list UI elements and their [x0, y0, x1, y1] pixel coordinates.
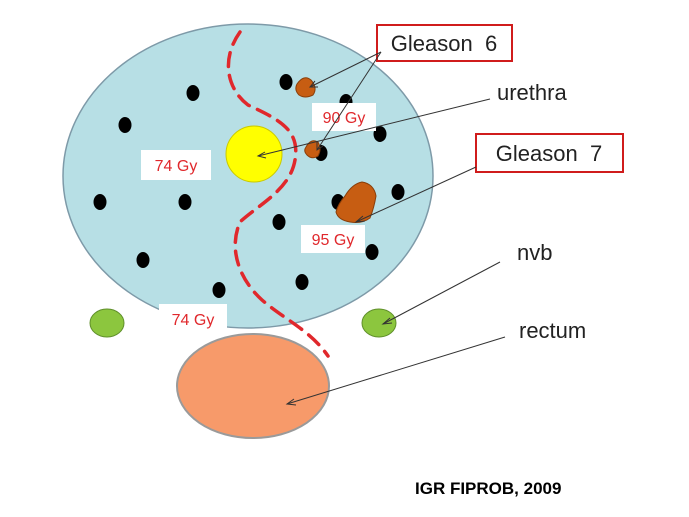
arrow-gleason6-upper-head — [308, 80, 318, 88]
gleason7-label: Gleason 7 — [496, 141, 602, 166]
seed-marker — [373, 126, 387, 142]
dose-box-95 — [301, 225, 365, 253]
arrow-rectum — [286, 336, 506, 405]
dose-box-bottom-74 — [159, 304, 227, 334]
dose-label-bottom-74: 74 Gy — [172, 312, 215, 329]
gleason6-label: Gleason 6 — [391, 31, 497, 56]
seed-marker — [279, 74, 293, 90]
gleason7-box — [475, 133, 624, 173]
seed-marker — [272, 214, 286, 230]
arrow-gleason6-upper — [309, 51, 382, 88]
nvb-label: nvb — [517, 240, 552, 265]
dose-label-left-74: 74 Gy — [155, 158, 198, 175]
urethra-label: urethra — [497, 80, 567, 105]
arrow-gleason7 — [355, 166, 477, 223]
seed-marker — [93, 194, 107, 210]
nvb-left — [89, 308, 125, 338]
arrow-urethra-head — [256, 151, 267, 159]
seed-marker — [178, 194, 192, 210]
dose-box-left-74 — [141, 150, 211, 180]
seed-marker — [391, 184, 405, 200]
urethra-circle — [225, 125, 283, 183]
arrow-gleason6-lower — [316, 51, 382, 151]
rectum-ellipse — [176, 333, 330, 439]
seed-marker — [212, 282, 226, 298]
seed-markers — [93, 74, 405, 298]
seed-marker — [118, 117, 132, 133]
dose-label-95: 95 Gy — [312, 232, 355, 249]
arrow-urethra — [257, 98, 491, 157]
dose-box-90 — [312, 103, 376, 131]
arrow-nvb — [382, 261, 501, 325]
arrow-gleason7-head — [354, 215, 366, 223]
seed-marker — [136, 252, 150, 268]
seed-marker — [365, 244, 379, 260]
credit-text: IGR FIPROB, 2009 — [415, 479, 561, 498]
arrow-gleason6-lower-head — [316, 142, 324, 151]
gleason6-lesion-lower — [304, 140, 321, 159]
nvb-right — [361, 308, 397, 338]
dose-label-90: 90 Gy — [323, 110, 366, 127]
seed-marker — [295, 274, 309, 290]
gleason7-lesion — [335, 181, 377, 223]
gleason6-lesion-upper — [295, 77, 316, 98]
seed-marker — [186, 85, 200, 101]
rectum-label: rectum — [519, 318, 586, 343]
arrow-rectum-head — [285, 398, 297, 406]
gleason6-box — [376, 24, 513, 62]
annotation-arrows — [256, 51, 506, 406]
arrow-nvb-head — [381, 317, 393, 325]
dose-boundary-line — [226, 30, 330, 358]
